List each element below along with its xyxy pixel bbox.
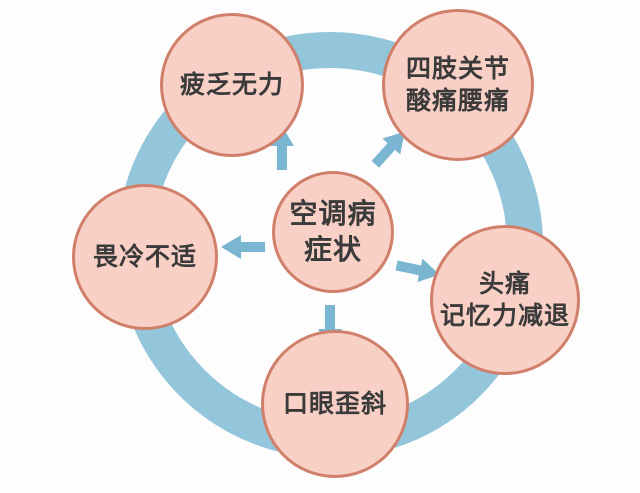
node-facial-droop-line-1: 口眼歪斜 [282, 389, 387, 418]
node-facial-droop-label: 口眼歪斜 [283, 388, 387, 420]
center-node-label: 空调病 症状 [289, 196, 376, 268]
center-label-line-1: 空调病 [289, 197, 377, 231]
node-fatigue-line-1: 疲乏无力 [179, 70, 284, 99]
node-headache-line-2: 记忆力减退 [439, 301, 570, 330]
node-joint-pain-line-1: 四肢关节 [405, 54, 510, 83]
arrow-to-headache-icon [393, 251, 442, 289]
node-cold-aversion: 畏冷不适 [72, 184, 218, 330]
node-headache: 头痛 记忆力减退 [430, 225, 580, 375]
node-joint-pain-line-2: 酸痛腰痛 [405, 86, 510, 115]
node-facial-droop: 口眼歪斜 [261, 330, 409, 478]
node-fatigue: 疲乏无力 [160, 13, 304, 157]
node-cold-aversion-line-1: 畏冷不适 [92, 242, 197, 271]
arrow-to-cold-aversion-icon [221, 232, 265, 262]
node-fatigue-label: 疲乏无力 [180, 69, 284, 101]
arrow-to-joint-pain-icon [364, 122, 416, 175]
node-cold-aversion-label: 畏冷不适 [93, 241, 197, 273]
node-headache-line-1: 头痛 [478, 269, 531, 298]
node-headache-label: 头痛 记忆力减退 [440, 268, 570, 332]
node-joint-pain: 四肢关节 酸痛腰痛 [382, 9, 534, 161]
center-node-symptoms: 空调病 症状 [272, 171, 394, 293]
center-label-line-2: 症状 [303, 233, 362, 266]
node-joint-pain-label: 四肢关节 酸痛腰痛 [406, 53, 510, 117]
